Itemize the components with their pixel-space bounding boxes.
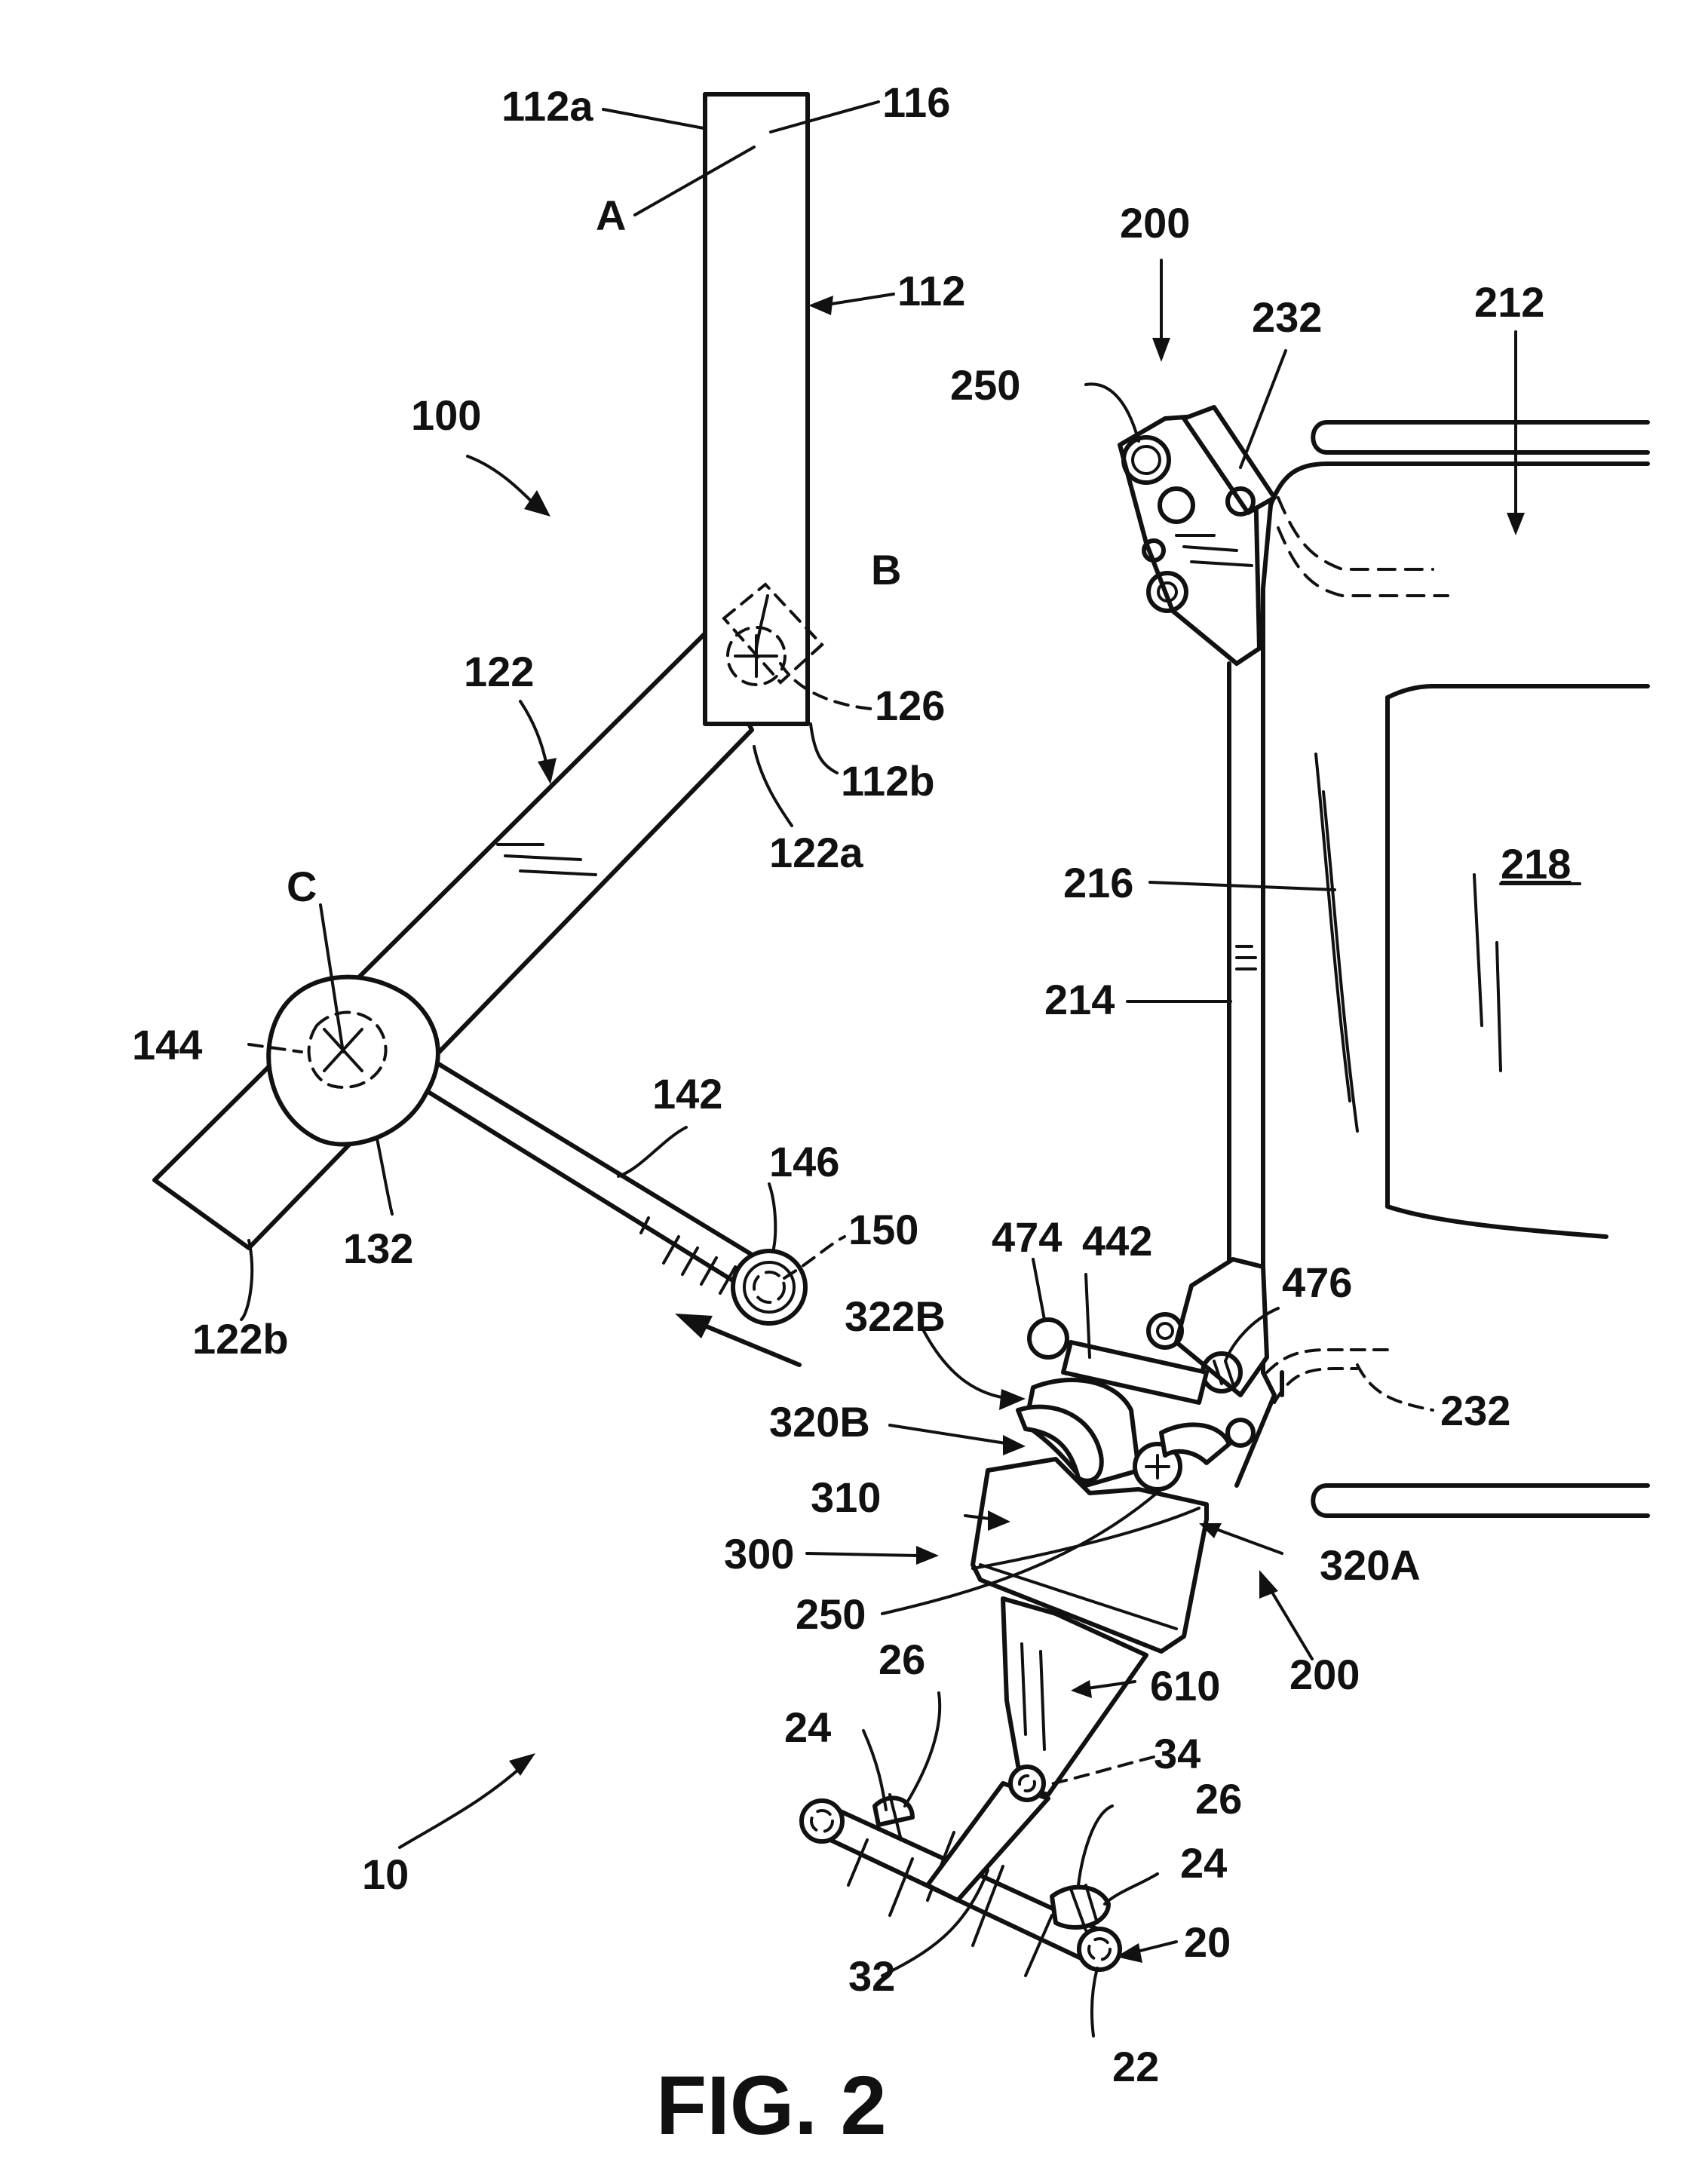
label-10: 10 [362,1850,409,1898]
upper-hinge-200 [1120,407,1274,664]
panel-218 [1388,686,1648,1237]
label-20: 20 [1184,1918,1231,1966]
label-476: 476 [1282,1259,1352,1306]
label-310: 310 [811,1473,881,1521]
label-26-right: 26 [1195,1775,1242,1823]
label-22: 22 [1112,2043,1159,2090]
label-132: 132 [343,1225,413,1272]
pivot-250-lower-icon [1135,1424,1229,1489]
label-250-bottom: 250 [796,1590,866,1638]
label-146: 146 [769,1138,839,1185]
label-112: 112 [897,267,965,314]
label-a: A [596,192,626,239]
label-250-top: 250 [950,361,1020,409]
label-216: 216 [1063,859,1133,906]
panel-212 [1263,422,1648,588]
label-c: C [287,863,317,910]
label-112a: 112a [501,82,593,130]
label-122a: 122a [769,829,863,876]
label-34: 34 [1154,1730,1201,1777]
figure-caption: FIG. 2 [656,2059,887,2152]
link-142 [419,1063,784,1301]
label-200-bottom: 200 [1289,1651,1360,1698]
label-320a: 320A [1320,1541,1421,1589]
ball-146-icon [733,1251,805,1323]
label-320b: 320B [769,1398,870,1446]
label-26-left: 26 [879,1636,925,1683]
label-322b: 322B [845,1292,946,1340]
label-126: 126 [875,682,945,729]
label-100: 100 [411,391,481,439]
label-112b: 112b [841,757,935,805]
label-122b: 122b [192,1315,289,1363]
seat-216 [1278,498,1448,1131]
arm-122 [155,633,752,1248]
joint-132 [268,977,438,1145]
label-232-top: 232 [1252,293,1322,341]
label-142: 142 [652,1070,722,1118]
label-474: 474 [992,1213,1062,1261]
label-144: 144 [132,1021,202,1069]
label-200-top: 200 [1120,199,1190,247]
arm-112-overlay [705,94,808,724]
label-24-left: 24 [784,1703,831,1751]
label-116: 116 [882,78,950,126]
label-232-bottom: 232 [1440,1387,1510,1434]
label-b: B [871,546,901,593]
label-214: 214 [1044,976,1115,1023]
post-214 [1229,588,1263,1372]
label-218: 218 [1501,840,1571,888]
label-442: 442 [1082,1217,1152,1265]
label-300: 300 [724,1530,794,1578]
label-212: 212 [1474,278,1544,326]
label-24-right: 24 [1180,1839,1227,1887]
label-150: 150 [848,1206,918,1253]
label-32: 32 [848,1952,895,2000]
label-610: 610 [1150,1662,1220,1709]
label-122: 122 [464,648,534,695]
